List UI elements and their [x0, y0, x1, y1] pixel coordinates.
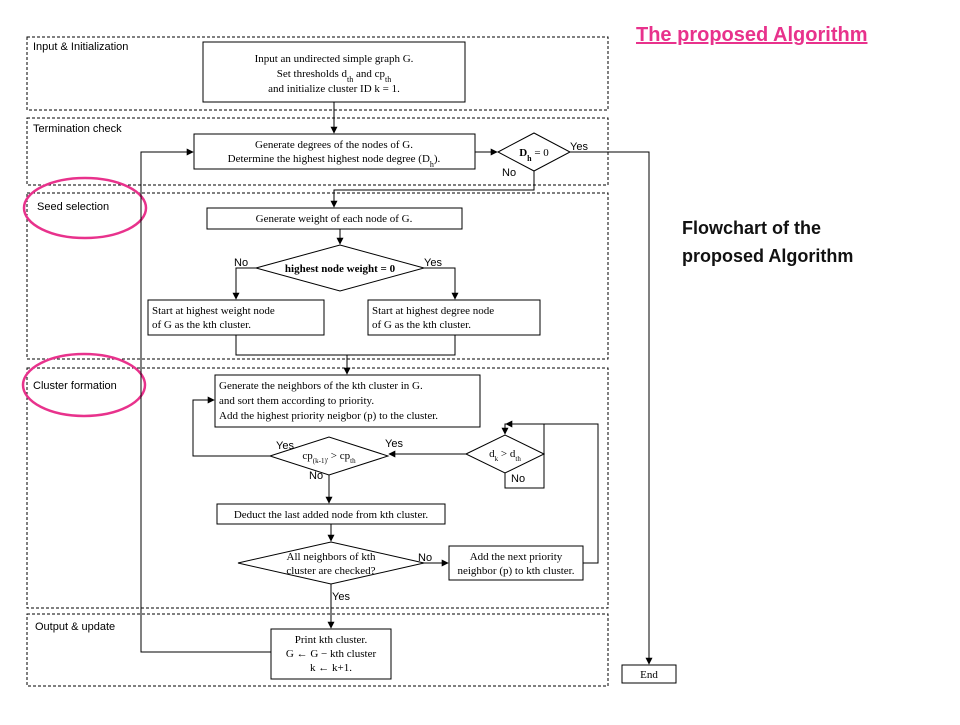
input-line2: Set thresholds dth and cpth — [277, 68, 392, 84]
all-yes-label: Yes — [332, 591, 350, 603]
all-no-label: No — [418, 552, 432, 564]
print-line2: G ← G − kth cluster — [286, 648, 377, 660]
print-line1: Print kth cluster. — [295, 634, 368, 646]
cp-no-label: No — [309, 470, 323, 482]
start-weight-line2: of G as the kth cluster. — [152, 319, 251, 331]
hnw-decision: highest node weight = 0 — [254, 244, 426, 292]
start-degree-box: Start at highest degree node of G as the… — [367, 299, 541, 336]
input-line2-b: and cp — [353, 68, 385, 80]
cluster-highlight-ellipse — [21, 352, 147, 418]
input-box: Input an undirected simple graph G. Set … — [202, 41, 466, 103]
add-next-box: Add the next priority neighbor (p) to kt… — [448, 545, 584, 581]
dk-text: dk > dth — [489, 448, 521, 463]
print-box: Print kth cluster. G ← G − kth cluster k… — [270, 628, 392, 680]
dk-sub1: k — [495, 455, 499, 463]
cp-yes-left-label: Yes — [276, 440, 294, 452]
arrow-hnw-no — [232, 267, 256, 300]
section-seed: Seed selection — [26, 192, 609, 360]
cp-text: cp(k-1)' > cpth — [302, 450, 356, 465]
start-degree-line1: Start at highest degree node — [372, 305, 494, 317]
arrow-hnw-yes — [424, 267, 459, 300]
dh-decision: Dh = 0 — [496, 132, 572, 172]
weight-box: Generate weight of each node of G. — [206, 207, 463, 230]
end-text: End — [640, 669, 658, 681]
caption-line2: proposed Algorithm — [682, 246, 854, 266]
start-degree-line2: of G as the kth cluster. — [372, 319, 471, 331]
input-line2-sub1: th — [347, 75, 353, 84]
section-output: Output & update — [26, 613, 609, 687]
section-cluster-label: Cluster formation — [33, 380, 117, 392]
degrees-line2-sub: h — [430, 160, 434, 169]
dk-main: d — [489, 448, 495, 460]
dk-decision: dk > dth — [464, 434, 546, 474]
all-neighbors-line2: cluster are checked? — [286, 565, 375, 577]
neighbors-line3: Add the highest priority neigbor (p) to … — [219, 410, 438, 422]
print-line3: k ← k+1. — [310, 662, 352, 674]
neighbors-line2: and sort them according to priority. — [219, 395, 374, 407]
cp-main: cp — [302, 450, 313, 462]
dk-no-label: No — [511, 473, 525, 485]
input-line1: Input an undirected simple graph G. — [255, 53, 414, 65]
cp-sub1: (k-1)' — [313, 457, 328, 465]
caption-line1: Flowchart of the — [682, 218, 821, 238]
section-input-label: Input & Initialization — [33, 41, 128, 53]
add-next-line2: neighbor (p) to kth cluster. — [457, 565, 574, 577]
arrow-print-loop-to-degrees — [140, 148, 271, 653]
dh-rest: = 0 — [532, 147, 550, 159]
dh-sub: h — [527, 154, 532, 163]
dh-decision-text: Dh = 0 — [519, 147, 549, 163]
arrow-cp-yes-loop — [192, 396, 270, 457]
degrees-line2-a: Determine the highest highest node degre… — [228, 153, 430, 165]
input-line2-a: Set thresholds d — [277, 68, 348, 80]
dk-mid: > d — [498, 448, 516, 460]
degrees-line1: Generate degrees of the nodes of G. — [255, 139, 413, 151]
cp-decision: cp(k-1)' > cpth — [268, 436, 390, 476]
hnw-yes-label: Yes — [424, 257, 442, 269]
start-weight-line1: Start at highest weight node — [152, 305, 275, 317]
start-weight-box: Start at highest weight node of G as the… — [147, 299, 325, 336]
section-termination-label: Termination check — [33, 123, 122, 135]
connectors — [140, 102, 653, 665]
section-termination: Termination check — [26, 117, 609, 186]
all-neighbors-line1: All neighbors of kth — [287, 551, 376, 563]
arrow-addnext-loop — [505, 420, 599, 564]
section-input: Input & Initialization — [26, 36, 609, 111]
deduct-box: Deduct the last added node from kth clus… — [216, 503, 446, 525]
section-seed-label: Seed selection — [37, 201, 109, 213]
degrees-line2-b: ). — [434, 153, 441, 165]
cp-sub2: th — [350, 457, 356, 465]
input-line2-sub2: th — [385, 75, 391, 84]
cp-yes-right-label: Yes — [385, 438, 403, 450]
flowchart-caption: Flowchart of the proposed Algorithm — [682, 214, 942, 270]
section-cluster: Cluster formation — [26, 367, 609, 609]
page-title: The proposed Algorithm — [636, 24, 868, 46]
dh-yes-label: Yes — [570, 141, 588, 153]
cp-mid: > cp — [328, 450, 351, 462]
section-output-label: Output & update — [35, 621, 115, 633]
add-next-line1: Add the next priority — [470, 551, 563, 563]
arrow-dk-no-loop — [501, 423, 545, 489]
degrees-line2: Determine the highest highest node degre… — [228, 153, 441, 169]
seed-highlight-ellipse — [22, 176, 148, 240]
neighbors-box: Generate the neighbors of the kth cluste… — [214, 374, 481, 428]
hnw-text: highest node weight = 0 — [285, 263, 396, 275]
neighbors-line1: Generate the neighbors of the kth cluste… — [219, 380, 423, 392]
weight-text: Generate weight of each node of G. — [256, 213, 413, 225]
deduct-text: Deduct the last added node from kth clus… — [234, 509, 429, 521]
line-seed-merge — [235, 335, 456, 356]
hnw-no-label: No — [234, 257, 248, 269]
arrow-dh-no-to-weight — [330, 171, 535, 208]
degrees-box: Generate degrees of the nodes of G. Dete… — [193, 133, 476, 170]
dh-main: D — [519, 147, 527, 159]
arrow-dh-yes-to-end — [570, 151, 653, 665]
all-neighbors-decision: All neighbors of kth cluster are checked… — [237, 541, 425, 585]
input-line3: and initialize cluster ID k = 1. — [268, 83, 400, 95]
end-box: End — [621, 664, 677, 684]
dh-no-label: No — [502, 167, 516, 179]
dk-sub2: th — [515, 455, 521, 463]
